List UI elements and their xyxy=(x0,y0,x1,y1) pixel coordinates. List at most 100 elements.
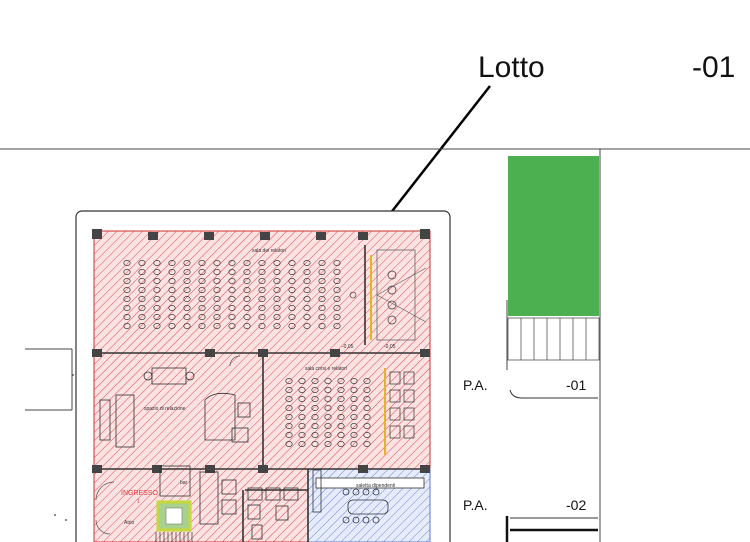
chair xyxy=(298,423,306,429)
chair xyxy=(198,305,206,311)
chair xyxy=(288,269,296,275)
chair xyxy=(138,269,146,275)
chair xyxy=(153,305,161,311)
lot-label: Lotto xyxy=(478,51,545,84)
chair xyxy=(138,296,146,302)
level-marker-1 xyxy=(509,389,598,399)
room-label-top: sala dei relatori xyxy=(252,248,286,254)
atrium-label: Atrio xyxy=(124,520,135,526)
chair xyxy=(123,305,131,311)
relation-room-furniture xyxy=(99,367,251,448)
chair xyxy=(273,287,281,293)
wall-columns xyxy=(92,229,430,473)
entrance-label: INGRESSO xyxy=(121,490,159,497)
level-prefix-2: P.A. xyxy=(463,497,488,513)
chair xyxy=(288,260,296,266)
chair xyxy=(324,396,332,402)
chair xyxy=(337,405,345,411)
atrium-lift xyxy=(156,500,192,532)
leader-line xyxy=(385,85,491,220)
chair xyxy=(228,305,236,311)
chair xyxy=(324,378,332,384)
chair xyxy=(258,287,266,293)
chair xyxy=(153,314,161,320)
chair xyxy=(298,432,306,438)
chair xyxy=(243,314,251,320)
chair xyxy=(213,260,221,266)
chair xyxy=(288,314,296,320)
chair xyxy=(350,423,358,429)
chair xyxy=(285,432,293,438)
chair xyxy=(258,260,266,266)
chair xyxy=(198,287,206,293)
seating-course-room xyxy=(285,378,371,447)
chair xyxy=(228,278,236,284)
chair xyxy=(153,296,161,302)
chair xyxy=(303,323,311,329)
chair xyxy=(363,405,371,411)
chair xyxy=(258,278,266,284)
chair xyxy=(318,278,326,284)
chair xyxy=(363,441,371,447)
chair xyxy=(138,314,146,320)
chair xyxy=(333,260,341,266)
chair xyxy=(183,323,191,329)
chair xyxy=(123,323,131,329)
chair xyxy=(198,278,206,284)
chair xyxy=(303,305,311,311)
door-swings xyxy=(95,355,241,535)
chair xyxy=(363,423,371,429)
entrance-number: 1 xyxy=(137,499,140,505)
chair xyxy=(285,387,293,393)
chair xyxy=(258,296,266,302)
chair xyxy=(298,378,306,384)
chair xyxy=(324,432,332,438)
chair xyxy=(337,414,345,420)
level-label: -01 xyxy=(692,51,735,84)
chair xyxy=(213,269,221,275)
chair xyxy=(333,323,341,329)
chair xyxy=(333,296,341,302)
chair xyxy=(298,387,306,393)
room-label-course: sala corsi e relatori xyxy=(305,366,347,372)
service-rooms xyxy=(159,465,299,525)
chair xyxy=(183,260,191,266)
chair xyxy=(258,269,266,275)
chair xyxy=(303,296,311,302)
chair xyxy=(285,396,293,402)
chair xyxy=(243,269,251,275)
chair xyxy=(273,296,281,302)
chair xyxy=(285,414,293,420)
chair xyxy=(363,396,371,402)
course-room-chairs-right xyxy=(389,371,415,439)
chair xyxy=(198,323,206,329)
chair xyxy=(311,423,319,429)
chair xyxy=(303,260,311,266)
chair xyxy=(228,260,236,266)
chair xyxy=(311,432,319,438)
chair xyxy=(333,314,341,320)
chair xyxy=(303,314,311,320)
staff-room-furniture xyxy=(251,469,425,540)
chair xyxy=(183,278,191,284)
chair xyxy=(311,414,319,420)
chair xyxy=(183,314,191,320)
chair xyxy=(213,314,221,320)
chair xyxy=(228,323,236,329)
chair xyxy=(168,296,176,302)
chair xyxy=(183,305,191,311)
chair xyxy=(324,405,332,411)
chair xyxy=(363,387,371,393)
chair xyxy=(228,269,236,275)
chair xyxy=(337,423,345,429)
chair xyxy=(153,269,161,275)
chair xyxy=(285,405,293,411)
chair xyxy=(138,260,146,266)
chair xyxy=(123,314,131,320)
chair xyxy=(153,260,161,266)
room-label-staff: saletta dipendenti xyxy=(356,483,395,489)
chair xyxy=(288,323,296,329)
chair xyxy=(337,432,345,438)
chair xyxy=(318,323,326,329)
